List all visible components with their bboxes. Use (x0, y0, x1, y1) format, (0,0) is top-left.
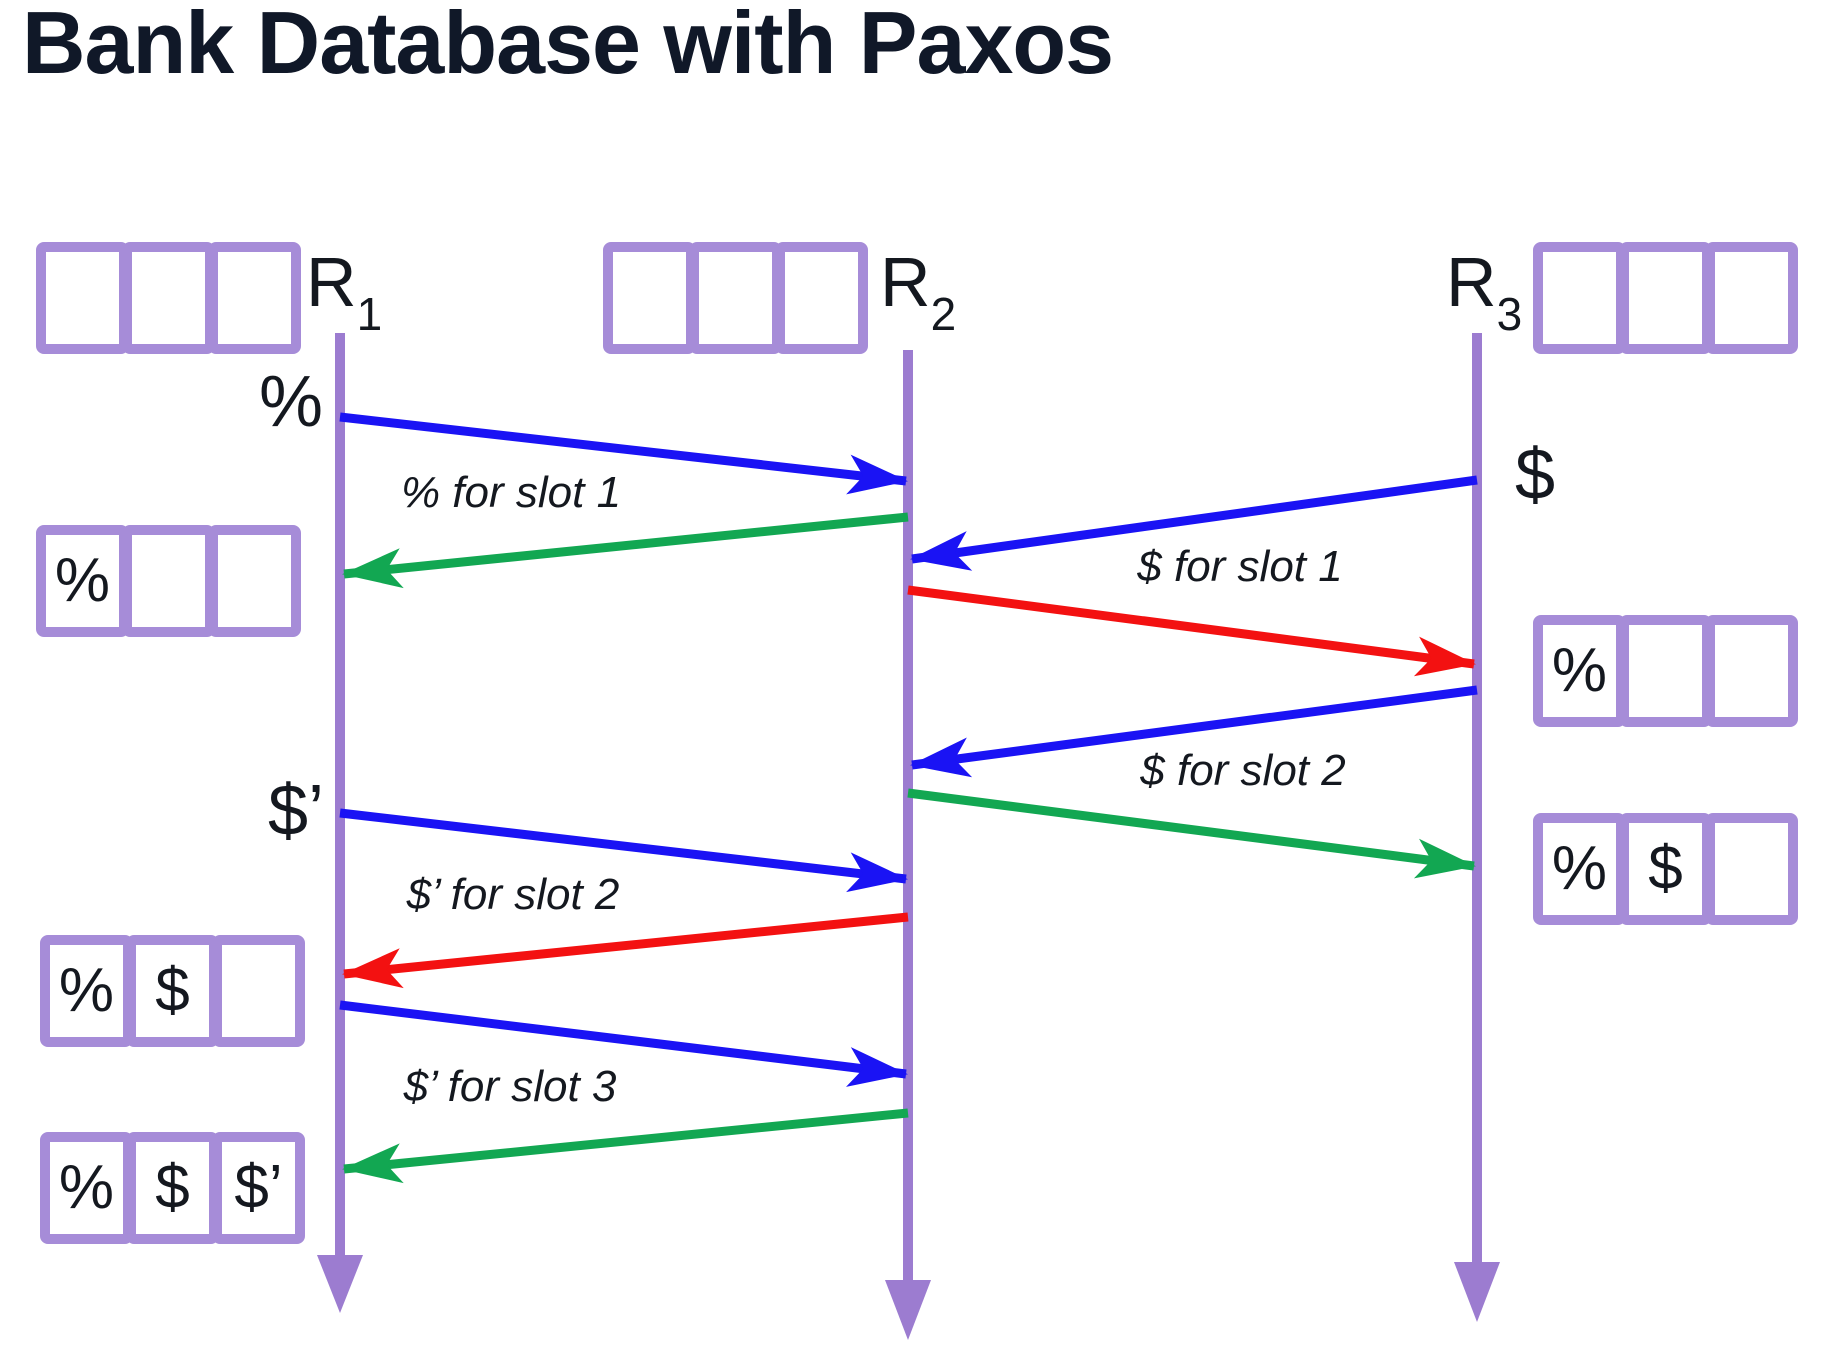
arrow-label-dollar-prime-for-slot-3: $’ for slot 3 (403, 1062, 617, 1111)
slot-cell (122, 525, 215, 637)
page-title: Bank Database with Paxos (22, 0, 1114, 92)
state-box-r3-after-slot1: % (1533, 615, 1798, 727)
state-box-r3-after-slot2: % $ (1533, 813, 1798, 925)
arrow-ack-slot-1-to-r1 (342, 512, 909, 589)
arrow-reply-slot-2-to-r1 (342, 912, 909, 989)
arrow-ack-slot-2-to-r3 (907, 788, 1476, 879)
arrow-dollar-prime-for-slot-3 (339, 1000, 908, 1087)
slot-cell (1705, 615, 1798, 727)
replica-r2-subscript: 2 (930, 288, 957, 340)
slot-cell: % (1533, 615, 1626, 727)
arrow-label-dollar-for-slot-2: $ for slot 2 (1140, 746, 1346, 795)
slot-cell: $ (1619, 813, 1712, 925)
timeline-r1-arrowhead-icon (317, 1255, 363, 1313)
slot-value: % (1551, 636, 1608, 705)
state-box-r3-top (1533, 242, 1798, 354)
replica-r1-subscript: 1 (356, 288, 383, 340)
arrow-dollar-prime-for-slot-2 (339, 808, 908, 893)
slot-value: $ (1648, 834, 1683, 903)
state-box-r1-after-slot3: % $ $’ (40, 1132, 305, 1244)
slot-cell: % (40, 1132, 133, 1244)
slot-value: % (58, 956, 115, 1025)
slot-cell: $ (126, 935, 219, 1047)
slot-value: % (58, 1153, 115, 1222)
replica-label-r2: R 2 (880, 247, 956, 337)
replica-label-r3: R 3 (1446, 247, 1522, 337)
event-label-dollar-prime: $’ (267, 771, 325, 851)
replica-r1-name: R (306, 243, 357, 321)
slot-cell (775, 242, 868, 354)
replica-r2-name: R (880, 243, 931, 321)
timeline-r2-arrowhead-icon (885, 1280, 931, 1340)
slot-cell (1533, 242, 1626, 354)
slot-value: % (1551, 834, 1608, 903)
arrow-reply-slot-1-to-r3 (907, 585, 1476, 677)
slot-cell (1619, 615, 1712, 727)
arrow-label-dollar-for-slot-1: $ for slot 1 (1137, 542, 1343, 591)
slot-cell (208, 525, 301, 637)
event-label-percent: % (258, 362, 324, 442)
slot-cell (212, 935, 305, 1047)
arrow-label-dollar-prime-for-slot-2: $’ for slot 2 (406, 870, 620, 919)
arrow-dollar-for-slot-1 (910, 475, 1478, 571)
event-label-dollar: $ (1514, 435, 1556, 515)
slot-value: $ (155, 1153, 190, 1222)
slot-cell (1705, 813, 1798, 925)
slot-cell (208, 242, 301, 354)
slot-cell: $’ (212, 1132, 305, 1244)
slot-value: $’ (234, 1153, 283, 1222)
slot-value: $ (155, 956, 190, 1025)
slot-cell (1619, 242, 1712, 354)
arrow-dollar-for-slot-2 (910, 685, 1478, 778)
slot-cell (36, 242, 129, 354)
slot-cell (1705, 242, 1798, 354)
slot-cell (603, 242, 696, 354)
state-box-r1-after-slot1: % (36, 525, 301, 637)
replica-r3-subscript: 3 (1496, 288, 1523, 340)
slot-cell: % (1533, 813, 1626, 925)
replica-label-r1: R 1 (306, 247, 382, 337)
slot-cell (689, 242, 782, 354)
state-box-r1-after-slot2: % $ (40, 935, 305, 1047)
arrow-label-percent-for-slot-1: % for slot 1 (400, 468, 622, 517)
slot-cell: % (40, 935, 133, 1047)
slot-cell: % (36, 525, 129, 637)
state-box-r1-top (36, 242, 301, 354)
timeline-r3-arrowhead-icon (1454, 1262, 1500, 1322)
arrow-ack-slot-3-to-r1 (342, 1108, 909, 1184)
arrow-percent-for-slot-1 (339, 412, 908, 495)
slot-value: % (54, 546, 111, 615)
replica-r3-name: R (1446, 243, 1497, 321)
state-box-r2-top (603, 242, 868, 354)
slot-cell: $ (126, 1132, 219, 1244)
slot-cell (122, 242, 215, 354)
